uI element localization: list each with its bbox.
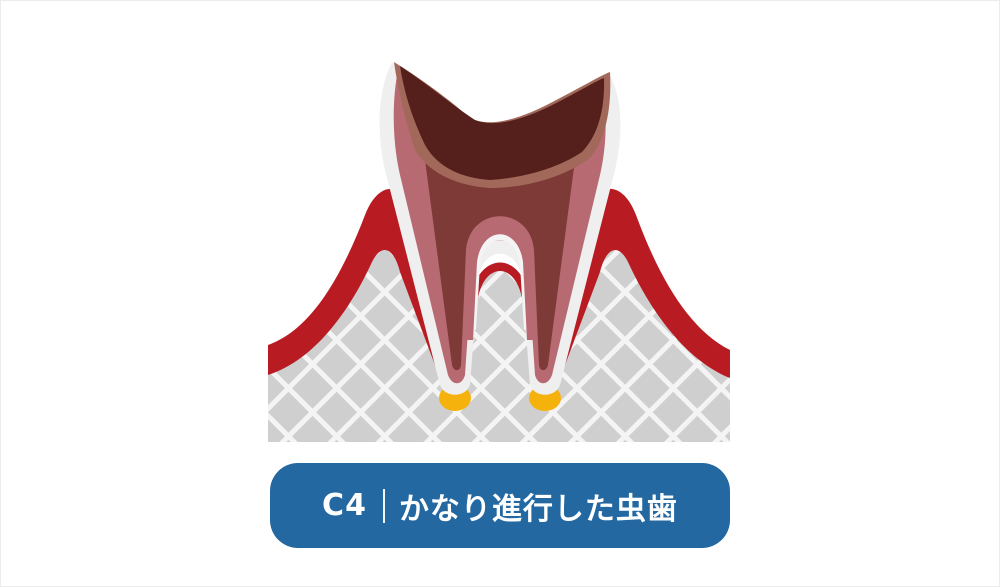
stage-code: C4: [322, 488, 367, 523]
inter-root-dentin: [466, 217, 534, 340]
tooth-pulp: [425, 160, 575, 371]
gum: [268, 188, 730, 410]
decay-cavity: [400, 66, 605, 180]
stage-description: かなり進行した虫歯: [398, 491, 678, 527]
alveolar-bone: [268, 246, 730, 442]
inter-root-lining: [468, 226, 532, 330]
stage-label-pill: C4 かなり進行した虫歯: [270, 463, 730, 548]
separator-bar: [382, 488, 385, 523]
